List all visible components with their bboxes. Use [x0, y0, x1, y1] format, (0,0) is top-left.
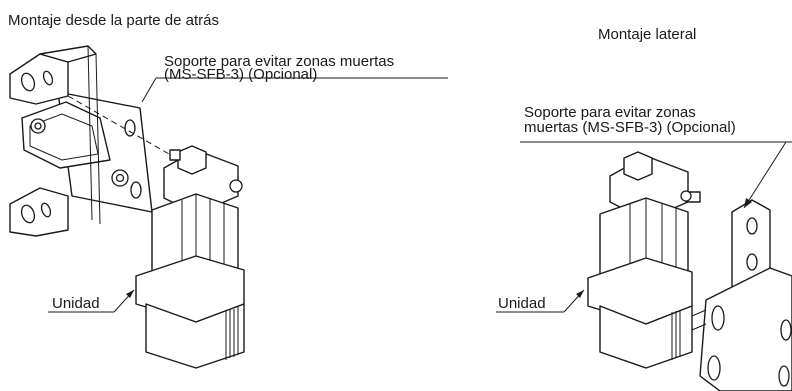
right-unit-label: Unidad — [498, 295, 546, 312]
left-bracket-label-line1: Soporte para evitar zonas muertas — [164, 53, 395, 70]
left-panel-title: Montaje desde la parte de atrás — [8, 12, 219, 29]
right-bracket-label-line2: muertas (MS-SFB-3) (Opcional) — [524, 119, 736, 136]
right-bracket-label-line1: Soporte para evitar zonas — [524, 104, 696, 121]
left-unit-label: Unidad — [52, 295, 100, 312]
right-panel-title: Montaje lateral — [598, 26, 697, 43]
left-bracket-drawing — [9, 45, 177, 237]
right-bracket-drawing — [691, 199, 792, 391]
left-bracket-label-line2: (MS-SFB-3) (Opcional) — [164, 66, 318, 83]
left-unit-drawing — [135, 145, 245, 369]
right-unit-drawing — [587, 151, 701, 369]
